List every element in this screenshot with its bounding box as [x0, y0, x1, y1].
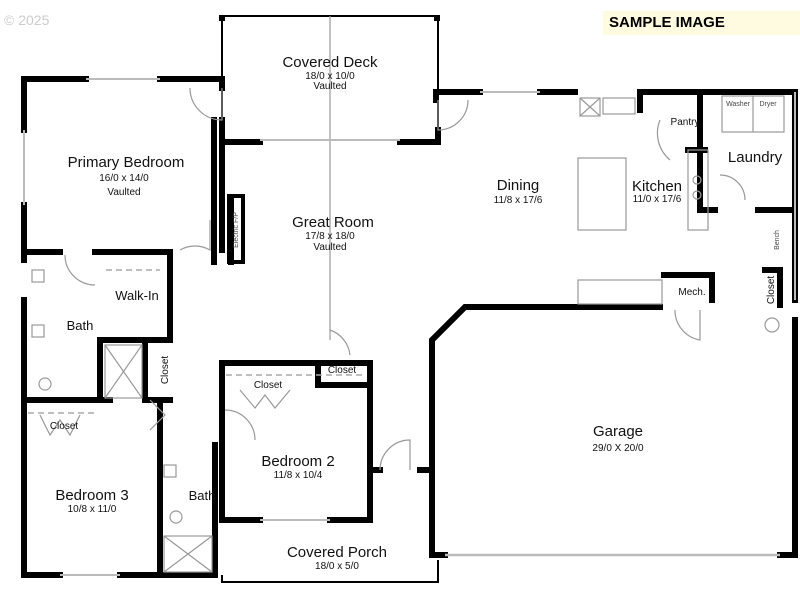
- mech-label: Mech.: [678, 287, 705, 298]
- laundry-label: Laundry: [728, 149, 783, 166]
- dining-dims: 11/8 x 17/6: [494, 195, 543, 206]
- great-room-dims: 17/8 x 18/0: [305, 231, 355, 242]
- covered-deck-note: Vaulted: [313, 81, 346, 92]
- windows: [23, 78, 796, 576]
- great-room-note: Vaulted: [313, 242, 346, 253]
- bedroom3-dims: 10/8 x 11/0: [68, 504, 117, 515]
- hall-closet-label: Closet: [328, 365, 357, 376]
- primary-bedroom-label: Primary Bedroom: [68, 154, 185, 171]
- hall-bath-label: Bath: [189, 488, 216, 503]
- bedroom2-dims: 11/8 x 10/4: [274, 470, 323, 481]
- covered-deck-label: Covered Deck: [282, 54, 378, 71]
- great-room-label: Great Room: [292, 214, 374, 231]
- covered-deck-outline: [219, 15, 440, 340]
- bedroom3-label: Bedroom 3: [55, 487, 128, 504]
- copyright-watermark: © 2025: [4, 12, 50, 28]
- primary-bath-label: Bath: [67, 318, 94, 333]
- dryer-label: Dryer: [759, 101, 777, 108]
- dining-label: Dining: [497, 177, 540, 194]
- bedroom2-closet-label: Closet: [254, 380, 283, 391]
- kitchen-label: Kitchen: [632, 178, 682, 195]
- fixtures: [28, 95, 785, 573]
- primary-bedroom-note: Vaulted: [107, 187, 140, 198]
- primary-closet-label: Closet: [160, 356, 171, 385]
- fireplace-label: Electric F/P: [233, 212, 240, 248]
- covered-porch-dims: 18/0 x 5/0: [315, 561, 359, 572]
- primary-bedroom-dims: 16/0 x 14/0: [99, 173, 149, 184]
- laundry-closet-label: Closet: [766, 276, 777, 305]
- covered-deck-dims: 18/0 x 10/0: [305, 71, 355, 82]
- bench-label: Bench: [774, 230, 781, 250]
- garage-dims: 29/0 X 20/0: [592, 443, 644, 454]
- washer-label: Washer: [726, 101, 751, 108]
- bedroom2-label: Bedroom 2: [261, 453, 334, 470]
- kitchen-dims: 11/0 x 17/6: [633, 194, 682, 205]
- walk-in-label: Walk-In: [115, 288, 159, 303]
- door-swings: [39, 87, 746, 471]
- pantry-label: Pantry: [671, 117, 700, 128]
- garage-label: Garage: [593, 423, 643, 440]
- bedroom3-closet-label: Closet: [50, 421, 79, 432]
- sample-image-banner: SAMPLE IMAGE: [603, 11, 800, 35]
- covered-porch-label: Covered Porch: [287, 544, 387, 561]
